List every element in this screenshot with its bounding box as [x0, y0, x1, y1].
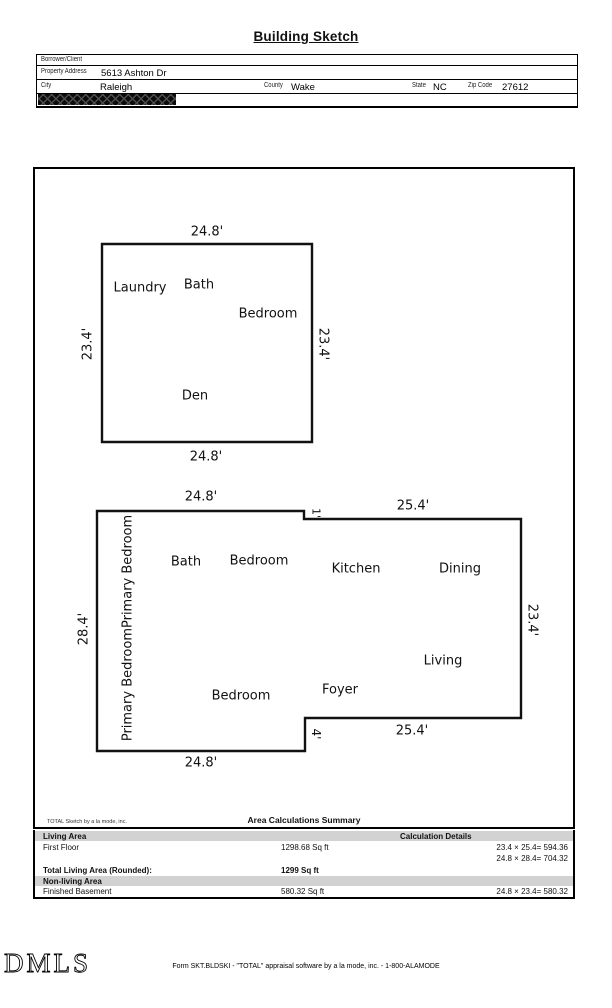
sketch-area: TOTAL Sketch by a la mode, inc. Area Cal…	[33, 167, 575, 829]
first-floor-calc-2: 24.8 × 28.4= 704.32	[496, 854, 568, 863]
county-value: Wake	[291, 82, 315, 93]
dimension-label: 23.4'	[315, 327, 331, 361]
dimension-label: 25.4'	[395, 723, 429, 739]
zip-code-value: 27612	[502, 82, 529, 93]
dimension-label: 24.8'	[184, 755, 218, 771]
room-label: Bedroom	[238, 306, 298, 322]
redacted-row	[37, 94, 577, 107]
area-calculations-table: Living Area Calculation Details First Fl…	[33, 830, 575, 899]
dimension-label: 25.4'	[396, 498, 430, 514]
first-floor-calc-row-2: 24.8 × 28.4= 704.32	[35, 854, 573, 864]
room-label: Den	[181, 388, 209, 404]
total-living-area-row: Total Living Area (Rounded): 1299 Sq ft	[35, 866, 573, 876]
county-label: County	[264, 82, 283, 89]
dimension-label: 4'	[309, 728, 323, 740]
first-floor-calc-1: 23.4 × 25.4= 594.36	[496, 843, 568, 852]
living-area-header-bar: Living Area Calculation Details	[35, 831, 573, 841]
dmls-logo: DMLS	[4, 948, 92, 979]
city-county-state-zip-row: City Raleigh County Wake State NC Zip Co…	[37, 80, 577, 94]
non-living-area-header-bar: Non-living Area	[35, 876, 573, 886]
room-label: Primary BedroomPrimary Bedroom	[120, 514, 136, 742]
room-label: Laundry	[113, 280, 167, 296]
dimension-label: 28.4'	[76, 612, 92, 646]
dimension-label: 24.8'	[189, 449, 223, 465]
property-address-value: 5613 Ashton Dr	[101, 68, 167, 79]
area-calculations-summary-title: Area Calculations Summary	[247, 815, 361, 825]
state-value: NC	[433, 82, 447, 93]
city-label: City	[41, 82, 52, 89]
total-living-area-label: Total Living Area (Rounded):	[43, 866, 152, 875]
room-label: Foyer	[321, 682, 359, 698]
address-row: Property Address 5613 Ashton Dr	[37, 66, 577, 80]
dimension-label: 24.8'	[190, 224, 224, 240]
dimension-label: 24.8'	[184, 489, 218, 505]
borrower-row: Borrower/Client	[37, 55, 577, 66]
room-label: Dining	[439, 561, 481, 577]
form-footer-line: Form SKT.BLDSKI - "TOTAL" appraisal soft…	[172, 963, 440, 970]
city-value: Raleigh	[100, 82, 133, 93]
room-label: Bedroom	[229, 553, 289, 569]
dimension-label: 23.4'	[80, 327, 96, 361]
dimension-label: 23.4'	[524, 603, 540, 637]
first-floor-row: First Floor 1298.68 Sq ft 23.4 × 25.4= 5…	[35, 843, 573, 853]
sketch-watermark: TOTAL Sketch by a la mode, inc.	[47, 819, 127, 825]
borrower-label: Borrower/Client	[41, 56, 83, 63]
room-label: Bath	[183, 277, 215, 293]
living-area-header: Living Area	[43, 832, 87, 841]
total-living-area-value: 1299 Sq ft	[281, 866, 319, 875]
redaction-crosshatch	[38, 94, 176, 105]
finished-basement-area: 580.32 Sq ft	[281, 887, 325, 896]
first-floor-area: 1298.68 Sq ft	[281, 843, 329, 852]
property-address-label: Property Address	[41, 68, 87, 75]
dimension-label: 1'	[309, 507, 323, 519]
room-label: Kitchen	[331, 561, 381, 577]
calculation-details-header: Calculation Details	[400, 832, 472, 841]
property-info-form: Borrower/Client Property Address 5613 As…	[36, 54, 578, 108]
state-label: State	[412, 82, 426, 89]
room-label: Living	[423, 653, 463, 669]
non-living-area-header: Non-living Area	[43, 877, 102, 886]
page-title: Building Sketch	[253, 29, 359, 44]
finished-basement-row: Finished Basement 580.32 Sq ft 24.8 × 23…	[35, 887, 573, 897]
room-label: Bedroom	[211, 688, 271, 704]
first-floor-label: First Floor	[43, 843, 79, 852]
room-label: Bath	[170, 554, 202, 570]
zip-code-label: Zip Code	[468, 82, 493, 89]
finished-basement-calc: 24.8 × 23.4= 580.32	[496, 887, 568, 896]
finished-basement-label: Finished Basement	[43, 887, 112, 896]
